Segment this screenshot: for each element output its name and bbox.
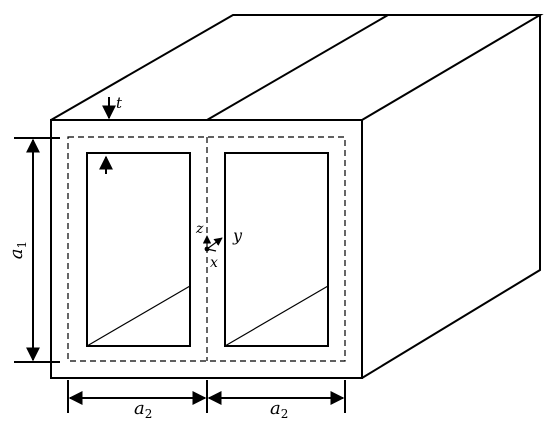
- y-axis-label: y: [232, 226, 243, 245]
- width-dimensions: a2 a2: [67, 380, 346, 421]
- height-label: a1: [6, 241, 29, 259]
- thickness-label: t: [116, 94, 123, 112]
- side-face: [361, 15, 541, 379]
- right-cell-rect: [224, 152, 329, 347]
- left-cell: [86, 152, 191, 347]
- centerline-rect: [67, 136, 346, 362]
- box-outline: [50, 14, 544, 379]
- z-axis-label: z: [195, 221, 204, 237]
- height-dimension: a1: [6, 137, 60, 363]
- y-axis-arrow: [206, 237, 223, 250]
- front-face: [50, 119, 363, 379]
- top-web-line: [206, 14, 389, 121]
- left-cell-rect: [86, 152, 191, 347]
- coordinate-axes: z y x: [195, 221, 243, 271]
- top-face: [50, 14, 544, 121]
- right-cell-diagonal: [224, 285, 329, 347]
- width-label-left: a2: [134, 398, 152, 421]
- x-axis-label: x: [210, 255, 218, 271]
- right-cell: [224, 152, 329, 347]
- width-label-right: a2: [270, 398, 288, 421]
- left-cell-diagonal: [86, 285, 191, 347]
- origin-dot: [204, 246, 210, 252]
